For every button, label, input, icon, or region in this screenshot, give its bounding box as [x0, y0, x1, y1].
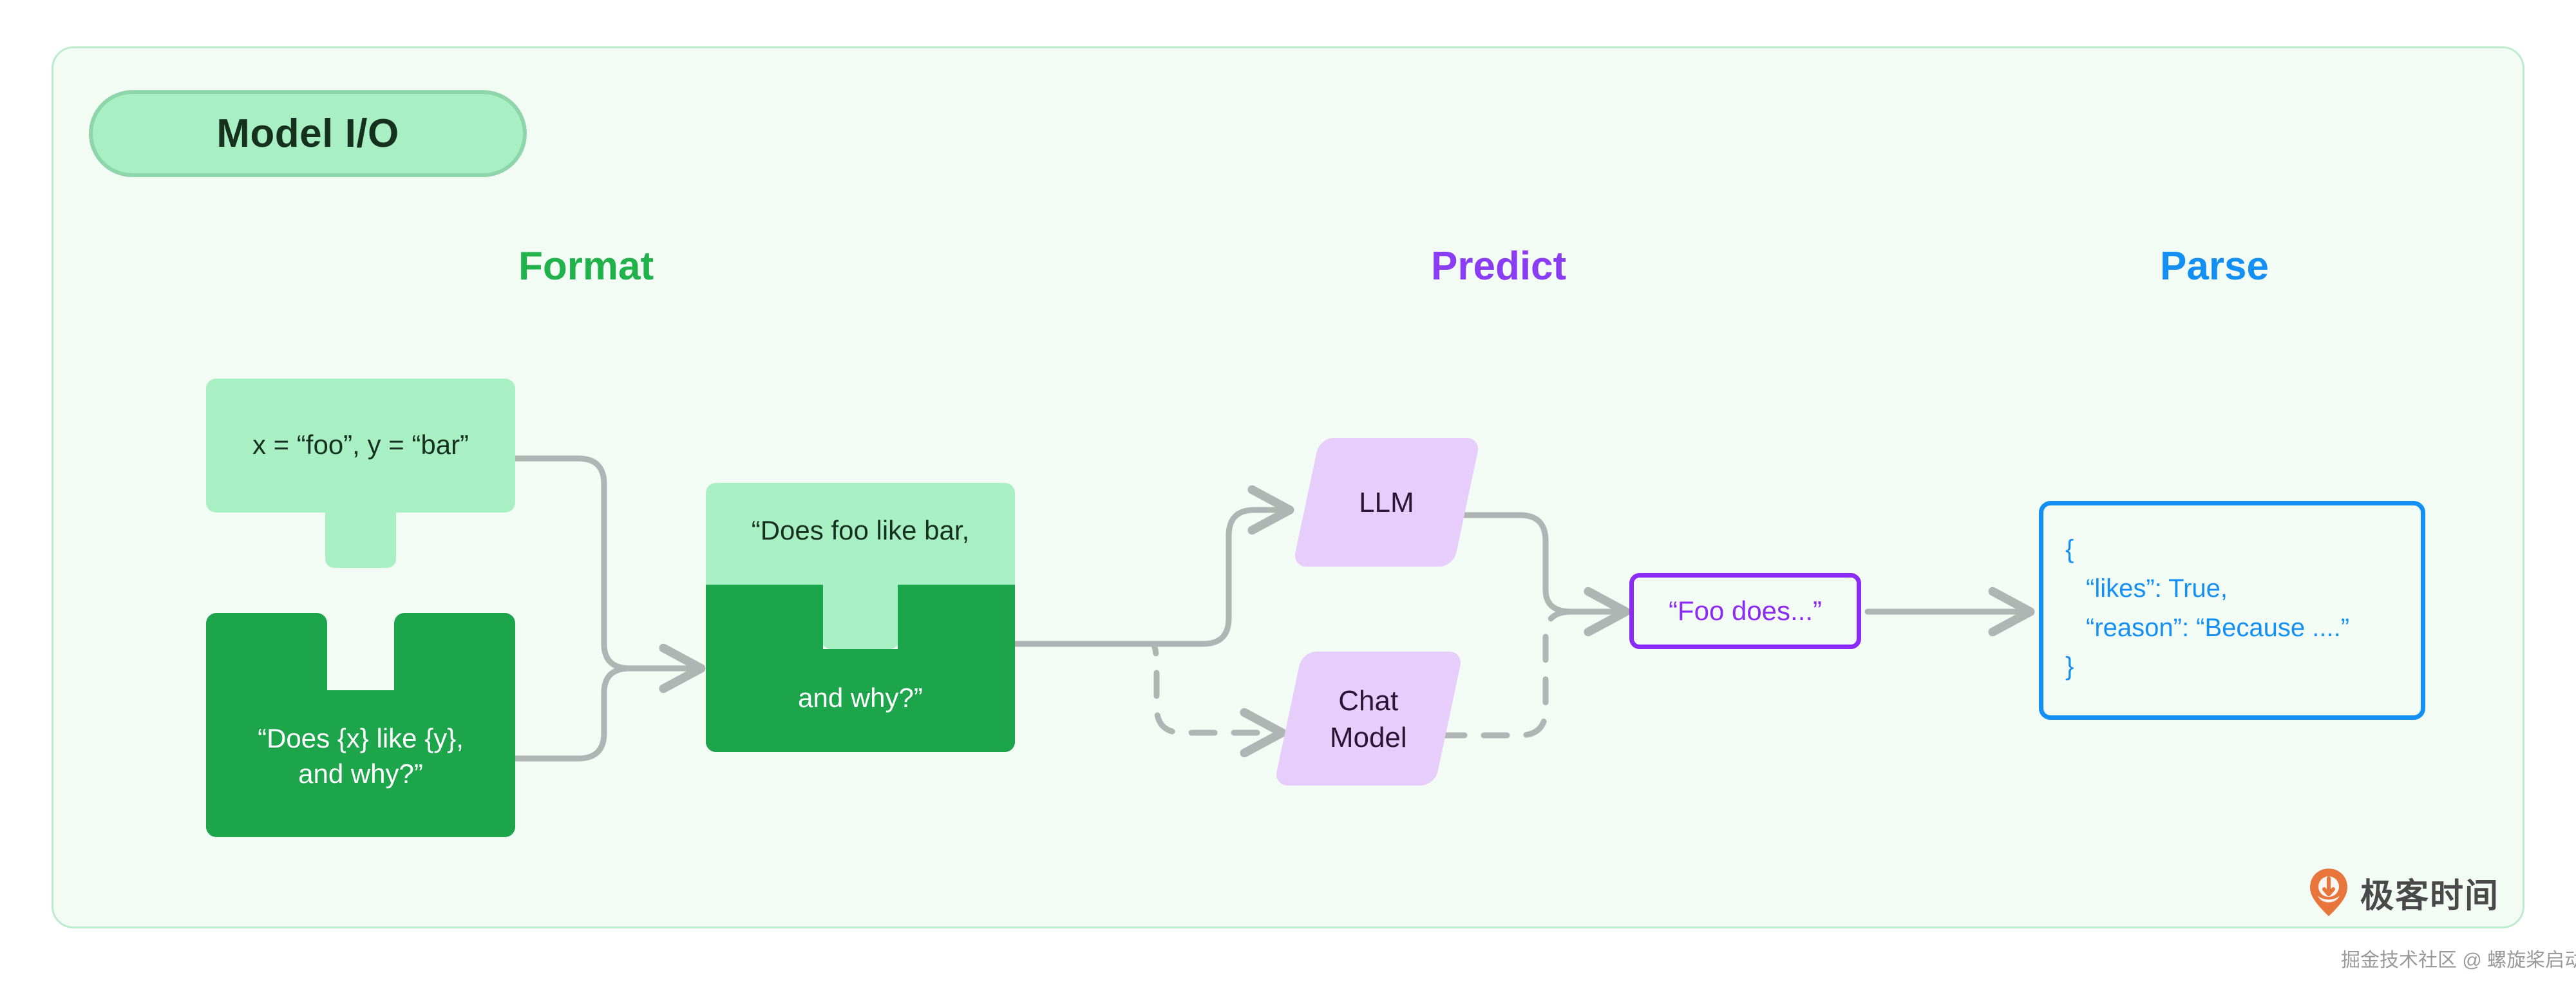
raw-output-box[interactable]: “Foo does...” — [1629, 573, 1861, 649]
column-heading-format: Format — [518, 244, 654, 288]
chat-model-node-label: Chat Model — [1329, 685, 1407, 754]
input-piece-tab — [325, 509, 396, 568]
model-io-badge: Model I/O — [89, 90, 527, 177]
json-line-likes: “likes”: True, — [2086, 574, 2228, 603]
merged-piece-tab — [822, 585, 899, 649]
input-piece[interactable]: x = “foo”, y = “bar” — [206, 379, 515, 513]
brand-name: 极客时间 — [2360, 877, 2500, 915]
json-line-close: } — [2065, 652, 2074, 681]
merged-piece-top-label: “Does foo like bar, — [751, 515, 970, 545]
merged-piece-top[interactable] — [706, 483, 1015, 585]
geektime-logo-icon — [2310, 869, 2347, 916]
llm-node[interactable]: LLM — [1292, 438, 1481, 567]
input-piece-label: x = “foo”, y = “bar” — [252, 429, 469, 460]
brand-logo: 极客时间 — [2309, 863, 2576, 922]
column-heading-predict: Predict — [1431, 244, 1567, 288]
template-piece-label: “Does {x} like {y}, and why?” — [258, 723, 464, 789]
json-line-reason: “reason”: “Because ....” — [2086, 613, 2350, 642]
parsed-json-box[interactable]: { “likes”: True, “reason”: “Because ....… — [2039, 501, 2425, 720]
watermark-text: 掘金技术社区 @ 螺旋桨启动 — [2341, 950, 2576, 971]
template-piece-body[interactable] — [206, 690, 515, 837]
model-io-badge-label: Model I/O — [216, 111, 399, 156]
merged-piece-bottom[interactable] — [706, 649, 1015, 752]
json-line-open: { — [2065, 535, 2074, 563]
merged-piece-bottom-label: and why?” — [798, 683, 923, 713]
chat-model-node[interactable]: Chat Model — [1273, 652, 1464, 786]
llm-node-label: LLM — [1359, 487, 1414, 518]
raw-output-label: “Foo does...” — [1668, 596, 1823, 626]
column-heading-parse: Parse — [2160, 244, 2269, 288]
